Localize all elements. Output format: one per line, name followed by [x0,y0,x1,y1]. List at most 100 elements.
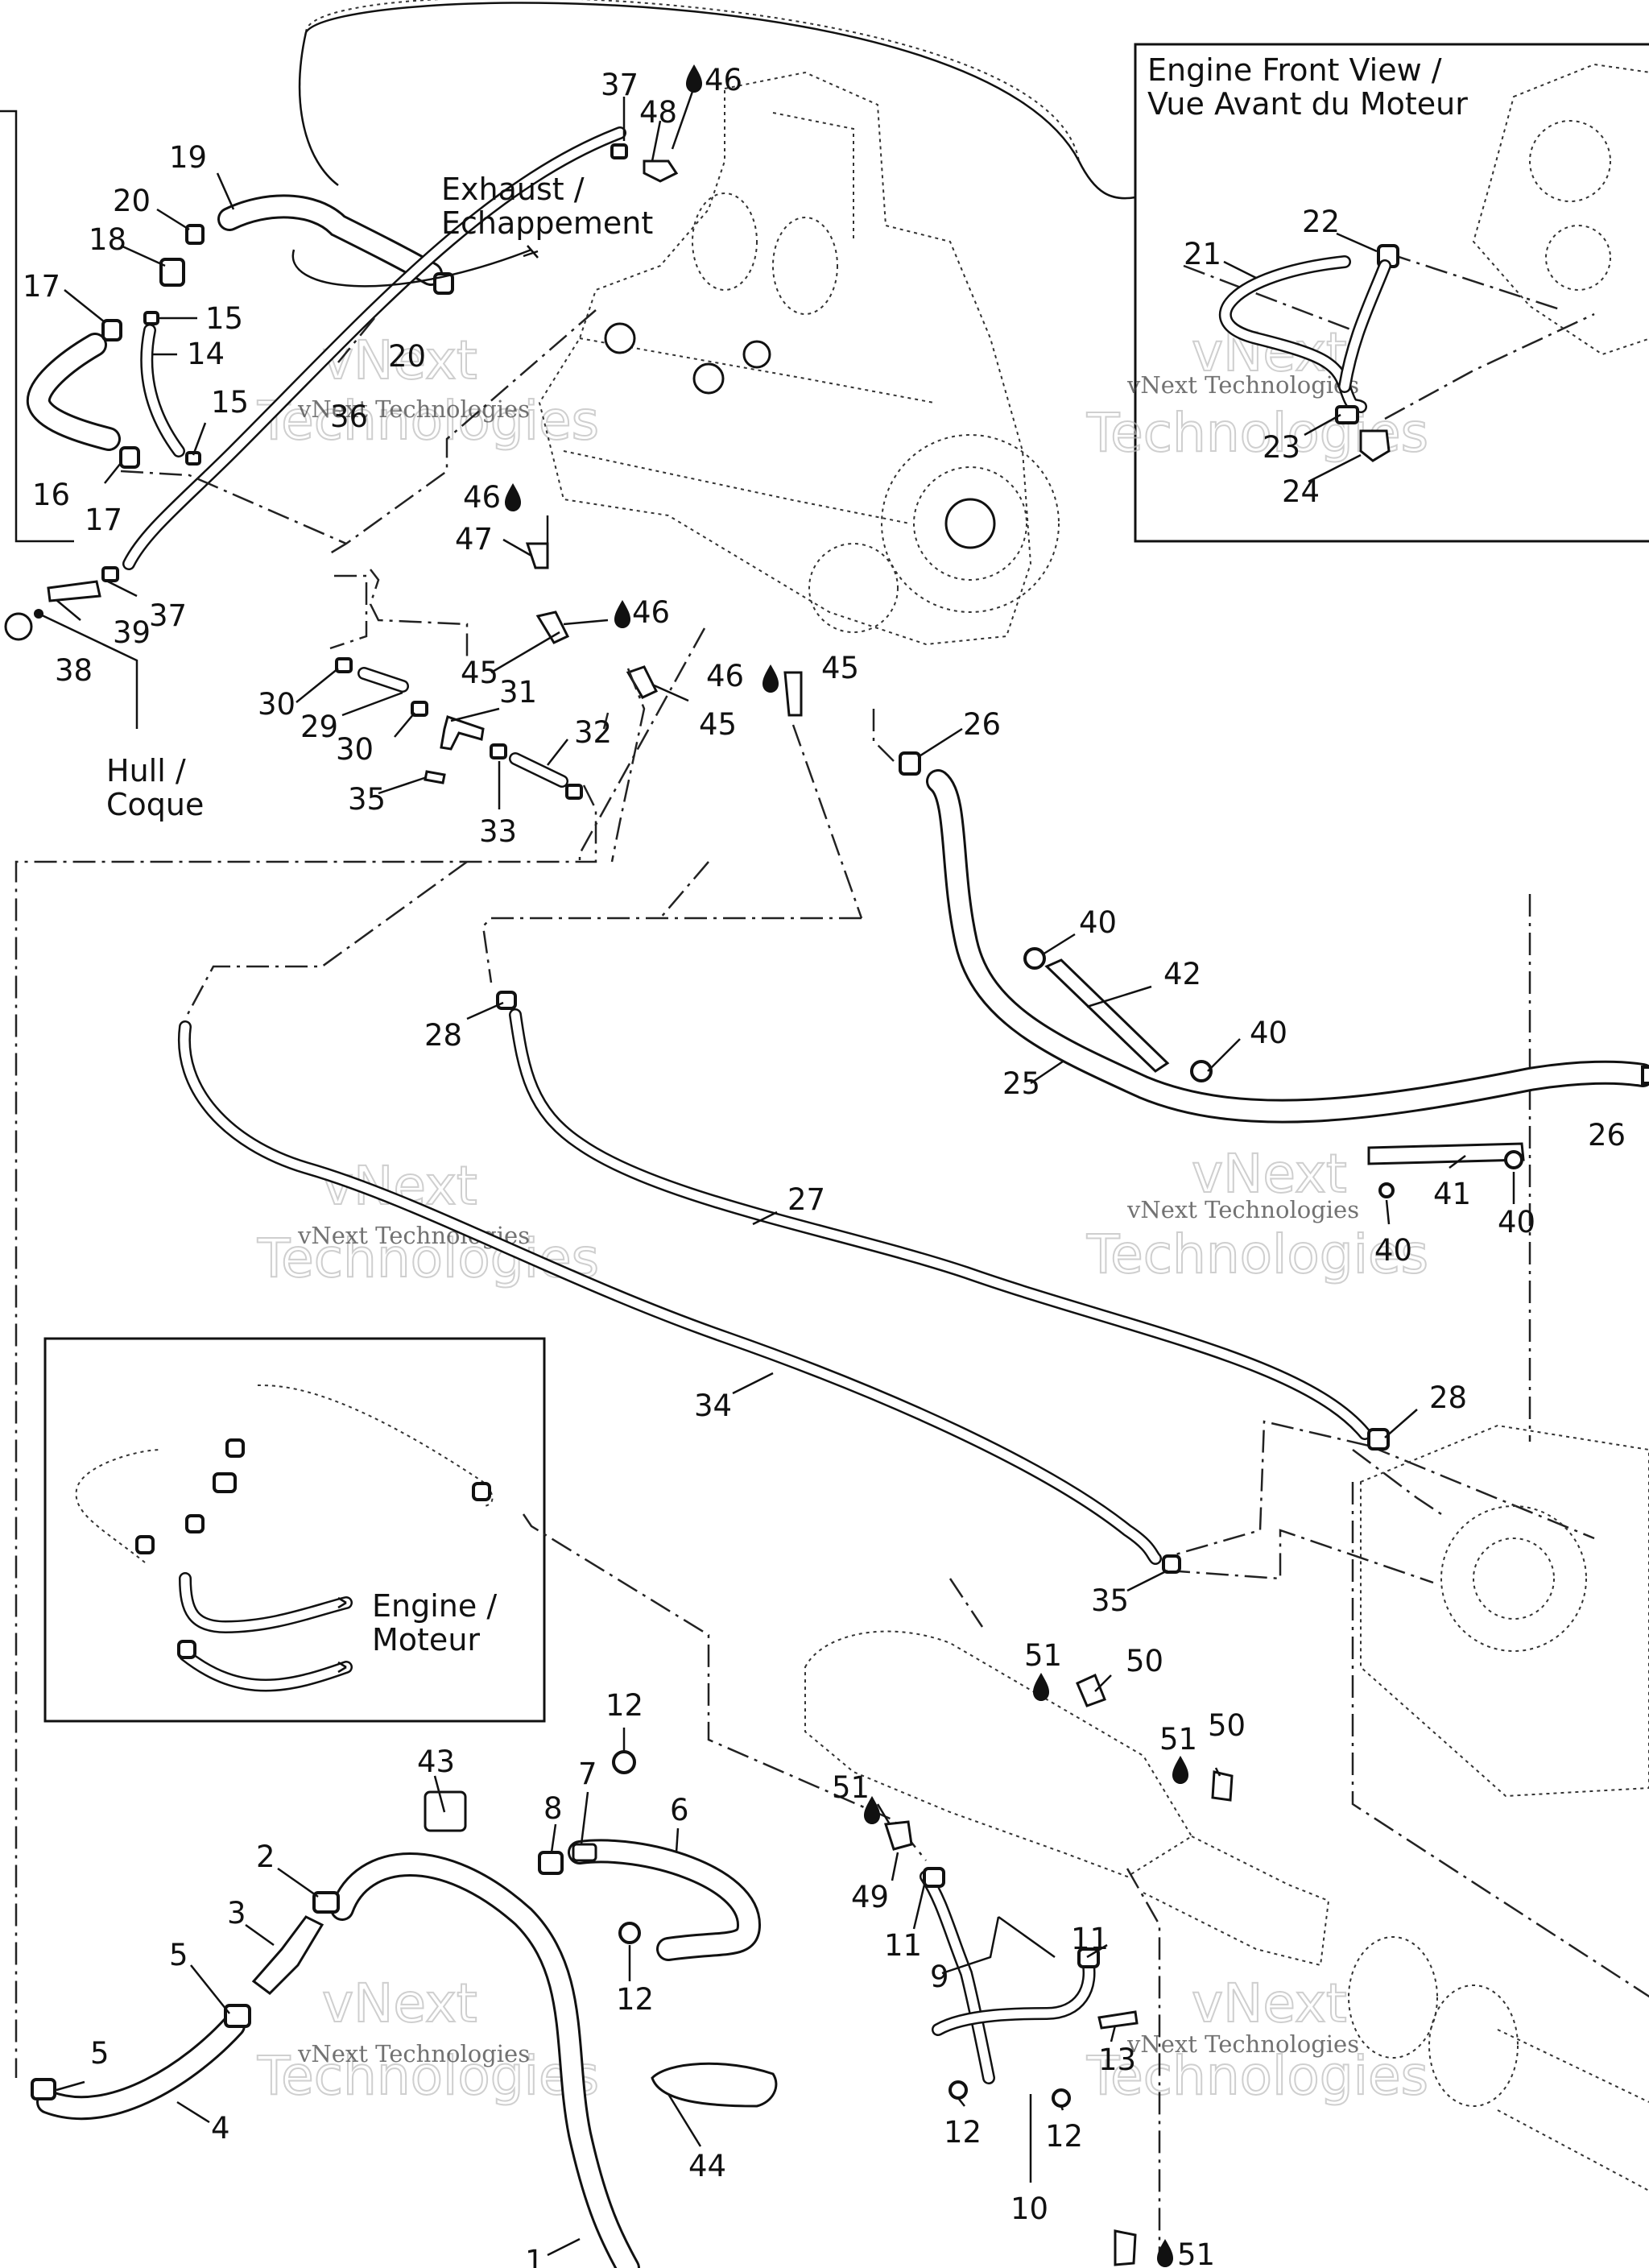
clamp-20 [185,224,205,245]
callout-17: 17 [23,269,60,304]
callout-40: 40 [1250,1016,1287,1050]
callout-44: 44 [688,2149,726,2183]
fitting-35 [424,770,446,784]
oil-drop-icon [763,664,779,693]
callout-29: 29 [300,710,338,744]
watermark-big: vNext [1192,1143,1347,1205]
callout-48: 48 [639,95,677,130]
callout-10: 10 [1010,2191,1048,2226]
clamp-30 [411,701,428,717]
callout-45: 45 [821,651,859,685]
fitting-38 [4,612,33,641]
callout-51: 51 [1177,2237,1215,2268]
engine-inset [75,1384,494,1692]
callout-3: 3 [227,1896,246,1931]
callout-18: 18 [89,222,126,257]
callout-40: 40 [1079,905,1117,940]
callout-17: 17 [85,503,122,537]
callout-43: 43 [417,1744,455,1779]
elbow-45 [535,610,570,644]
callout-11: 11 [884,1928,922,1963]
clamp-12 [1052,2088,1071,2108]
callout-46: 46 [706,659,744,693]
clamp-17 [101,319,122,341]
clamp-40 [1190,1060,1213,1082]
callout-12: 12 [1045,2119,1083,2154]
elbow-3 [251,1915,324,1995]
callout-2: 2 [256,1840,275,1874]
callout-46: 46 [463,480,501,515]
fitting-48 [643,159,679,183]
callout-25: 25 [1002,1066,1040,1101]
callout-30: 30 [258,687,295,722]
callout-12: 12 [944,2115,982,2150]
callout-4: 4 [211,2111,230,2146]
watermark-text: vNext Technologies [297,2040,530,2067]
callout-14: 14 [187,337,225,371]
clamp-37 [101,566,119,582]
callout-38: 38 [55,653,93,688]
callout-35: 35 [348,782,386,817]
watermark-big: Technologies [257,2045,599,2107]
clamp-26 [899,751,921,776]
oil-drop-icon [1033,1673,1049,1701]
callout-8: 8 [543,1791,563,1826]
callout-27: 27 [787,1182,825,1217]
clamp-11 [923,1867,945,1888]
label-engine-front-view: Engine Front View / [1147,52,1442,88]
callout-49: 49 [851,1880,889,1914]
clamp-35 [1162,1554,1181,1574]
fitting-7 [572,1843,597,1862]
callout-1: 1 [525,2244,544,2268]
clamp-8 [538,1851,564,1875]
callout-34: 34 [694,1389,732,1423]
elbow-50 [1076,1673,1106,1707]
callout-37: 37 [149,598,187,633]
callout-9: 9 [930,1960,949,1994]
label-exhaust-fr: Echappement [441,205,653,241]
callout-50: 50 [1208,1708,1246,1743]
clamp-37 [610,143,628,159]
clamp-40 [1378,1182,1395,1198]
callout-51: 51 [1159,1722,1197,1757]
clamp-28 [496,991,517,1010]
fitting-13 [1097,2010,1139,2030]
text-labels: Exhaust / Echappement Hull / Coque Engin… [106,52,1468,1658]
callout-20: 20 [388,339,426,374]
callout-31: 31 [499,675,537,710]
label-hull: Hull / [106,753,186,788]
callout-16: 16 [32,478,70,512]
hose-assembly-bottom [31,1750,778,2268]
watermark-big: Technologies [257,390,599,452]
long-hoses [177,751,1649,1574]
callout-35: 35 [1091,1583,1129,1618]
callout-21: 21 [1184,237,1221,271]
clamp-12 [612,1750,636,1774]
fittings-center [335,542,803,800]
tee-31 [440,715,485,751]
hose-25 [926,769,1649,1124]
callout-50: 50 [1126,1644,1163,1678]
callout-5: 5 [90,2036,110,2071]
elbow-51 [1114,2229,1137,2266]
elbow-24 [1359,429,1391,462]
elbow-45 [626,665,659,699]
watermark-big: vNext [1192,1972,1347,2034]
pipe-41 [1367,1142,1525,1165]
callout-42: 42 [1163,957,1201,991]
fitting-18 [159,258,185,287]
callout-12: 12 [616,1982,654,2017]
fitting-39 [47,580,101,602]
engine-front-view-box [1134,43,1649,543]
callout-45: 45 [699,707,737,742]
callout-32: 32 [574,715,612,750]
callout-19: 19 [169,140,207,175]
elbow-47 [525,542,549,569]
strap-44 [651,2062,778,2108]
callout-33: 33 [479,814,517,849]
oil-drop-icon [686,64,702,93]
callout-22: 22 [1302,205,1340,239]
callout-47: 47 [455,522,493,557]
label-engine-fr: Moteur [372,1622,480,1658]
